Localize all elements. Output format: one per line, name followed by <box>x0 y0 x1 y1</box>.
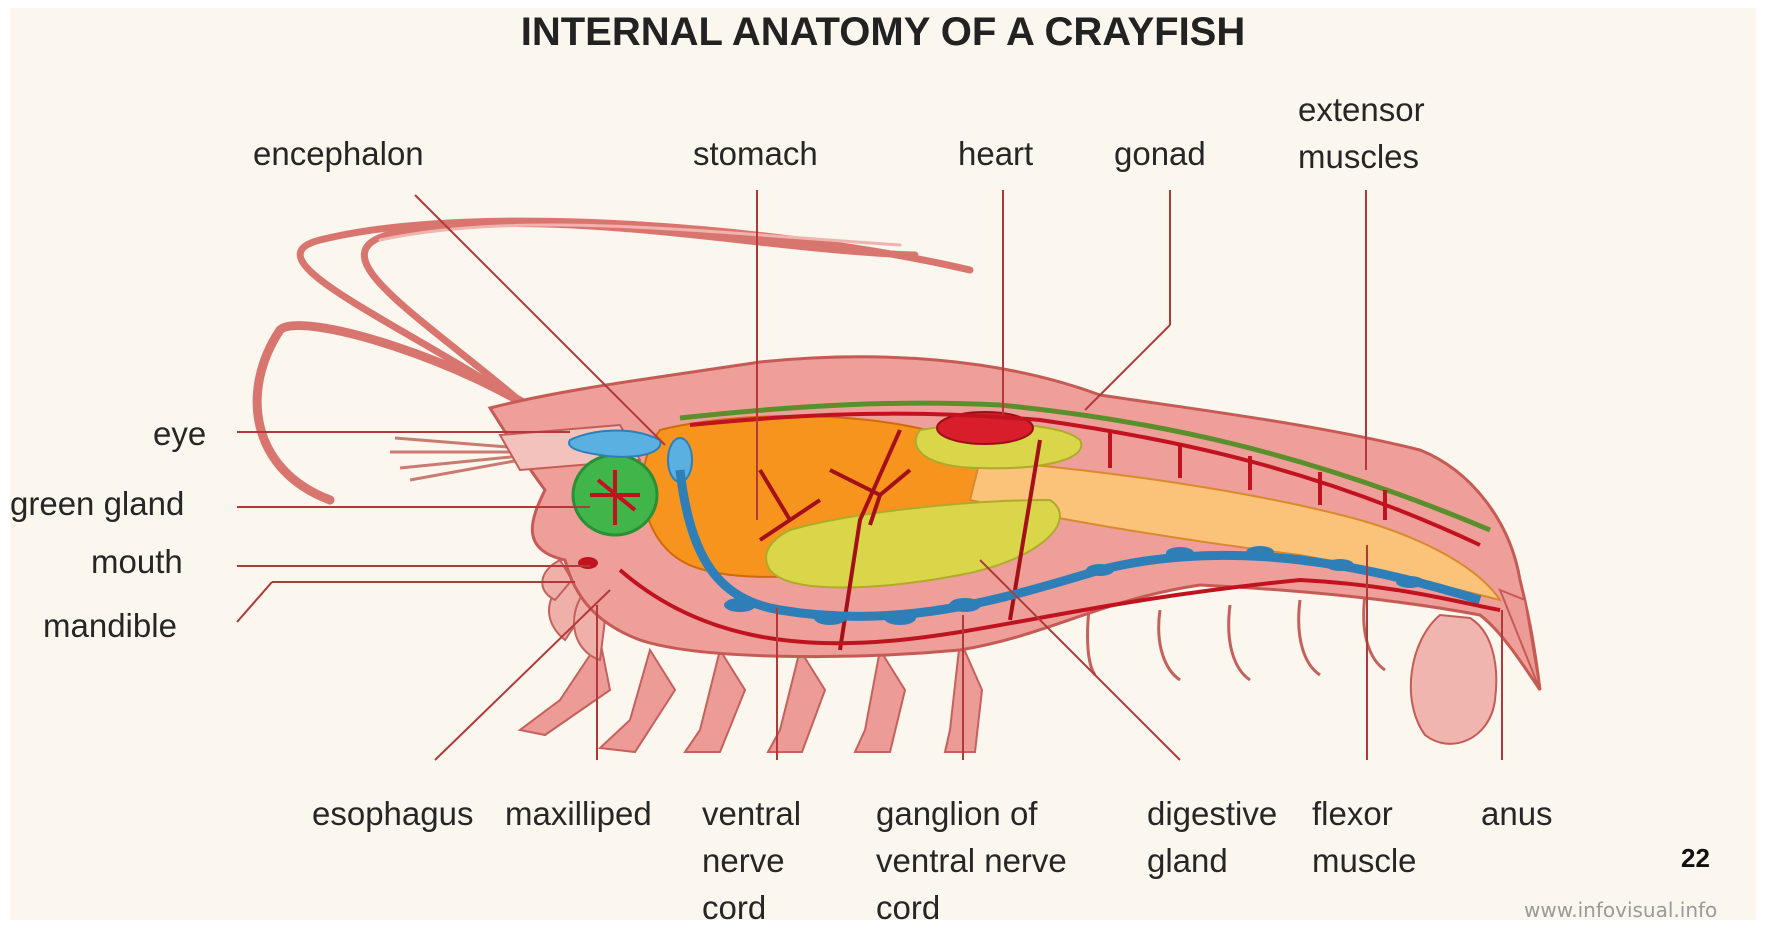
label-flexor-muscle: flexor muscle <box>1312 790 1417 884</box>
label-stomach: stomach <box>693 130 818 177</box>
label-gonad: gonad <box>1114 130 1206 177</box>
label-flexor-line2: muscle <box>1312 837 1417 884</box>
label-maxilliped: maxilliped <box>505 790 652 837</box>
label-ganglion-line3: cord <box>876 884 1067 931</box>
label-anus: anus <box>1481 790 1553 837</box>
label-extensor-line2: muscles <box>1298 133 1425 180</box>
label-extensor-line1: extensor <box>1298 86 1425 133</box>
page-number: 22 <box>1681 843 1710 874</box>
label-heart: heart <box>958 130 1033 177</box>
label-ventral-line2: nerve <box>702 837 801 884</box>
label-ganglion-line2: ventral nerve <box>876 837 1067 884</box>
label-encephalon: encephalon <box>253 130 424 177</box>
label-digestive-gland: digestive gland <box>1147 790 1277 884</box>
label-ventral-line3: cord <box>702 884 801 931</box>
label-mouth: mouth <box>91 538 183 585</box>
mouth-organ <box>578 557 598 569</box>
label-ganglion-line1: ganglion of <box>876 790 1067 837</box>
tail-fan <box>1411 615 1496 744</box>
label-extensor-muscles: extensor muscles <box>1298 86 1425 180</box>
label-mandible: mandible <box>43 602 177 649</box>
label-green-gland: green gland <box>10 480 184 527</box>
label-ventral-nerve-cord: ventral nerve cord <box>702 790 801 931</box>
label-ventral-line1: ventral <box>702 790 801 837</box>
source-credit: www.infovisual.info <box>1524 898 1717 922</box>
antennules <box>390 438 520 480</box>
label-digestive-line1: digestive <box>1147 790 1277 837</box>
diagram-title: INTERNAL ANATOMY OF A CRAYFISH <box>0 10 1766 55</box>
label-eye: eye <box>153 410 206 457</box>
walking-legs <box>520 640 982 752</box>
label-ganglion: ganglion of ventral nerve cord <box>876 790 1067 931</box>
swimmerets <box>1088 595 1385 680</box>
label-flexor-line1: flexor <box>1312 790 1417 837</box>
label-esophagus: esophagus <box>312 790 473 837</box>
label-digestive-line2: gland <box>1147 837 1277 884</box>
